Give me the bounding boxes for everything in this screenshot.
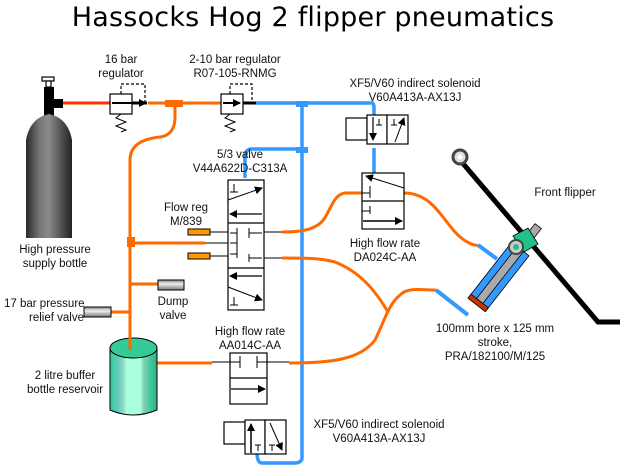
flow-reg-label-line1: Flow reg xyxy=(163,202,209,214)
regulator-16-label: 16 bar regulator xyxy=(96,53,146,81)
pipe-tee-down xyxy=(128,103,177,345)
relief-valve-label-line1: 17 bar pressure xyxy=(4,298,85,310)
pipe-blue-trunk xyxy=(255,103,304,465)
cylinder-port-top xyxy=(476,243,499,261)
pipe-53-b xyxy=(281,256,390,313)
pipe-aa014-out xyxy=(288,287,437,365)
regulator-2-10-label: 2-10 bar regulator R07-105-RNMG xyxy=(180,53,290,81)
valve-da024c xyxy=(361,172,405,230)
regulator-2-10-label-line1: 2-10 bar regulator xyxy=(189,54,281,66)
cylinder-label-line3: PRA/182100/M/125 xyxy=(444,351,546,363)
buffer-bottle xyxy=(109,325,158,416)
flow-reg-m839 xyxy=(187,228,211,260)
buffer-bottle-label-line1: 2 litre buffer xyxy=(34,370,96,382)
regulator-2-10-label-line2: R07-105-RNMG xyxy=(193,68,277,80)
valve-da024-label: High flow rate DA024C-AA xyxy=(340,237,430,265)
valve-aa014c xyxy=(212,352,289,405)
buffer-bottle-label: 2 litre buffer bottle reservoir xyxy=(20,369,110,397)
dump-valve-label-line2: valve xyxy=(159,310,187,322)
buffer-bottle-label-line2: bottle reservoir xyxy=(26,384,104,396)
relief-valve xyxy=(83,306,112,318)
valve-da024-label-line2: DA024C-AA xyxy=(353,252,417,264)
valve-5-3-label-line1: 5/3 valve xyxy=(216,149,264,161)
valve-aa014-label-line2: AA014C-AA xyxy=(218,340,281,352)
valve-da024-label-line1: High flow rate xyxy=(349,238,421,250)
mid-pressure-lines xyxy=(110,101,479,365)
solenoid-top-label-line1: XF5/V60 indirect solenoid xyxy=(349,78,481,90)
flow-reg-label-line2: M/839 xyxy=(170,216,202,228)
solenoid-bottom-label-line1: XF5/V60 indirect solenoid xyxy=(313,419,445,431)
cylinder xyxy=(467,223,542,313)
valve-5-3-label-line2: V44A622D-C313A xyxy=(192,163,288,175)
valve-5-3-label: 5/3 valve V44A622D-C313A xyxy=(190,148,290,176)
dump-valve-label: Dump valve xyxy=(148,295,198,323)
regulator-16-label-line2: regulator xyxy=(98,68,144,80)
supply-bottle-label-line1: High pressure xyxy=(19,244,91,256)
relief-valve-label-line2: relief valve xyxy=(29,312,84,324)
valve-aa014-label: High flow rate AA014C-AA xyxy=(205,325,295,353)
solenoid-bottom-label-line2: V60A413A-AX13J xyxy=(332,433,426,445)
regulator-16-label-line1: 16 bar xyxy=(104,54,138,66)
solenoid-bottom-label: XF5/V60 indirect solenoid V60A413A-AX13J xyxy=(304,418,454,446)
supply-bottle-label: High pressure supply bottle xyxy=(10,243,100,271)
front-flipper-label: Front flipper xyxy=(534,187,596,199)
cylinder-label-line1: 100mm bore x 125 mm xyxy=(435,323,555,335)
supply-bottle-label-line2: supply bottle xyxy=(22,258,88,270)
pipe-53-a xyxy=(281,191,362,234)
pipe-da024-out xyxy=(403,191,479,247)
valve-aa014-label-line1: High flow rate xyxy=(214,326,286,338)
cylinder-label-line2: stroke, xyxy=(477,337,513,349)
regulator-2-10-bar xyxy=(220,83,256,133)
front-flipper xyxy=(451,148,620,325)
supply-bottle xyxy=(26,76,72,238)
dump-valve xyxy=(157,279,185,291)
cylinder-label: 100mm bore x 125 mm stroke, PRA/182100/M… xyxy=(420,322,570,364)
regulator-16-bar xyxy=(109,83,147,133)
cylinder-port-bottom xyxy=(434,288,470,317)
solenoid-bottom xyxy=(223,419,287,455)
page-title: Hassocks Hog 2 flipper pneumatics xyxy=(71,2,555,33)
solenoid-top-label: XF5/V60 indirect solenoid V60A413A-AX13J xyxy=(340,77,490,105)
flow-reg-label: Flow reg M/839 xyxy=(156,201,216,229)
pipe-reg-out xyxy=(256,101,376,117)
dump-valve-label-line1: Dump xyxy=(157,296,189,308)
solenoid-top xyxy=(345,114,409,145)
relief-valve-label: 17 bar pressure relief valve xyxy=(4,297,85,325)
pipe-blue-to-53 xyxy=(243,147,302,178)
valve-5-3 xyxy=(205,179,282,311)
solenoid-top-label-line2: V60A413A-AX13J xyxy=(368,92,462,104)
